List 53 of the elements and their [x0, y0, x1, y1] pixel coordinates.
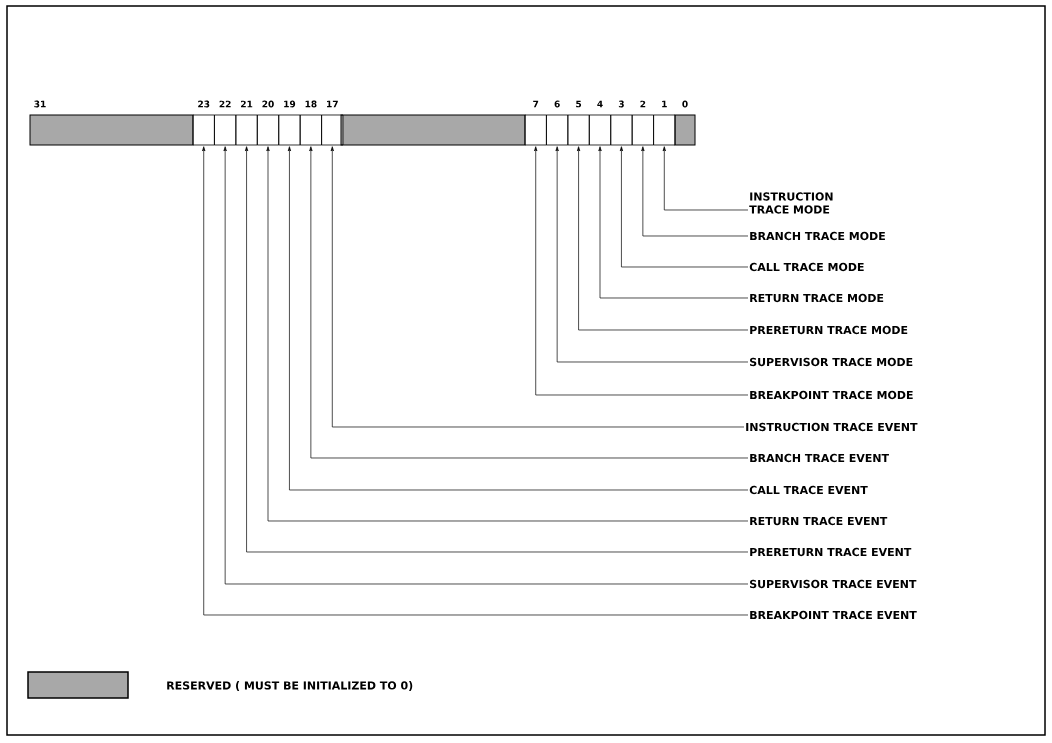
bit-cell	[567, 114, 590, 146]
bit-number: 18	[305, 100, 317, 108]
bit-number: 19	[284, 100, 296, 108]
field-label: BREAKPOINT TRACE EVENT	[750, 610, 917, 620]
field-label: BRANCH TRACE EVENT	[750, 453, 889, 463]
leader-line	[662, 146, 749, 211]
leader-line	[576, 146, 749, 331]
bit-cell	[299, 114, 322, 146]
field-label: PRERETURN TRACE EVENT	[750, 547, 912, 557]
bit-cell	[546, 114, 569, 146]
bit-number: 3	[618, 100, 624, 108]
bit-number: 1	[662, 100, 667, 108]
bit-cell	[653, 114, 676, 146]
field-label: CALL TRACE EVENT	[749, 485, 868, 495]
field-label: CALL TRACE MODE	[749, 262, 864, 272]
bit-cell	[192, 114, 215, 146]
bit-cell	[214, 114, 237, 146]
bit-cell	[631, 114, 654, 146]
leader-line	[555, 146, 749, 363]
bit-cell	[278, 114, 301, 146]
leader-line	[330, 146, 745, 428]
bit-cell	[588, 114, 612, 146]
field-label: RETURN TRACE MODE	[750, 293, 884, 303]
bit-number: 31	[34, 100, 46, 108]
field-label: BREAKPOINT TRACE MODE	[750, 390, 913, 400]
bit-number: 5	[576, 100, 582, 108]
field-label: INSTRUCTION TRACE MODE	[749, 192, 833, 214]
field-label: SUPERVISOR TRACE MODE	[750, 357, 913, 367]
leader-line	[619, 146, 749, 268]
bit-cell	[610, 114, 633, 146]
leader-line	[641, 146, 749, 237]
field-label: RETURN TRACE EVENT	[750, 516, 888, 526]
field-label: PRERETURN TRACE MODE	[750, 325, 908, 335]
field-label: SUPERVISOR TRACE EVENT	[750, 579, 917, 589]
bit-number: 22	[219, 100, 231, 108]
bit-number: 2	[640, 100, 646, 108]
bit-number: 4	[597, 100, 603, 108]
bit-number: 7	[533, 100, 539, 108]
bit-number: 17	[327, 100, 338, 108]
legend-text: RESERVED ( MUST BE INITIALIZED TO 0)	[167, 681, 413, 691]
bit-cell	[235, 114, 258, 146]
field-label: BRANCH TRACE MODE	[750, 231, 885, 241]
bit-number: 21	[241, 100, 253, 108]
bit-number: 0	[682, 100, 688, 108]
bit-cell	[321, 114, 344, 146]
bit-number: 6	[554, 100, 560, 108]
bit-number: 23	[198, 100, 210, 108]
leader-line	[598, 146, 749, 299]
leader-line	[534, 146, 749, 396]
field-label: INSTRUCTION TRACE EVENT	[746, 422, 918, 432]
bit-number: 20	[262, 100, 274, 108]
bit-cell	[256, 114, 280, 146]
bit-cell	[524, 114, 547, 146]
